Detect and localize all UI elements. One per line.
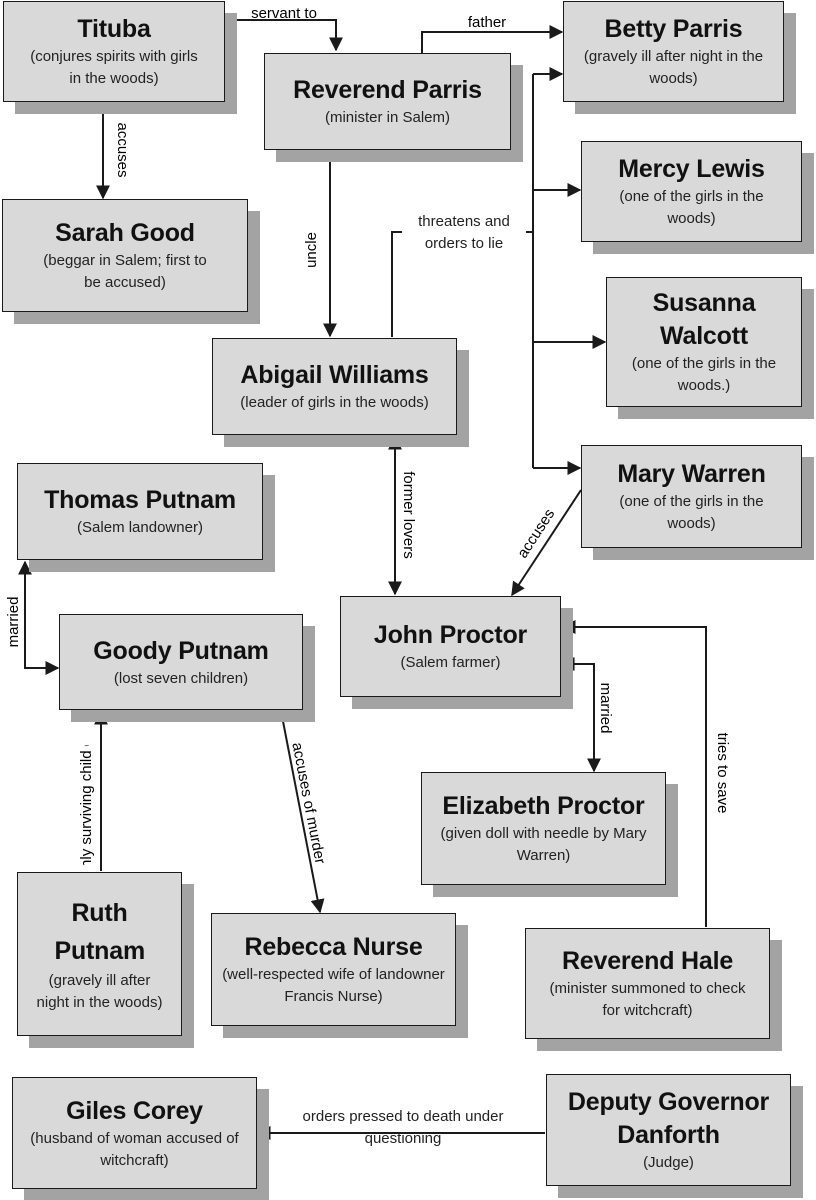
- node-sarah-good: Sarah Good (beggar in Salem; first to be…: [2, 199, 248, 312]
- label-former-lovers: former lovers: [400, 471, 417, 559]
- node-ruth-putnam-desc: (gravely ill after night in the woods): [36, 972, 163, 1011]
- node-rebecca-nurse-name: Rebecca Nurse: [244, 933, 423, 961]
- node-abigail-williams-name: Abigail Williams: [240, 361, 429, 389]
- node-abigail-williams: Abigail Williams (leader of girls in the…: [212, 338, 457, 435]
- edge-tries-to-save: [561, 620, 707, 927]
- label-accuses-murder: accuses of murder: [288, 741, 328, 865]
- node-elizabeth-proctor-name: Elizabeth Proctor: [442, 792, 645, 820]
- node-tituba: Tituba (conjures spirits with girls in t…: [3, 1, 225, 102]
- node-john-proctor: John Proctor (Salem farmer): [340, 596, 561, 697]
- node-john-proctor-name: John Proctor: [373, 621, 528, 649]
- node-susanna-walcott: Susanna Walcott (one of the girls in the…: [606, 277, 802, 407]
- node-goody-putnam-desc: (lost seven children): [113, 669, 249, 687]
- label-married-proctor: married: [597, 683, 614, 734]
- node-reverend-parris: Reverend Parris (minister in Salem): [264, 53, 511, 150]
- node-susanna-walcott-desc: (one of the girls in the woods.): [631, 355, 777, 394]
- node-john-proctor-desc: (Salem farmer): [400, 654, 501, 671]
- node-deputy-governor-danforth: Deputy Governor Danforth (Judge): [546, 1074, 791, 1186]
- node-reverend-parris-name: Reverend Parris: [293, 76, 482, 104]
- node-mary-warren-name: Mary Warren: [617, 460, 766, 488]
- edge-accuses-john: [511, 489, 582, 597]
- node-reverend-hale: Reverend Hale (minister summoned to chec…: [525, 928, 770, 1039]
- edge-servant-to: [228, 19, 343, 52]
- label-only-surviving-wrap: only surviving child of: [78, 745, 112, 865]
- node-reverend-hale-desc: (minister summoned to check for witchcra…: [549, 980, 746, 1019]
- node-goody-putnam-name: Goody Putnam: [93, 636, 269, 665]
- label-only-surviving: only surviving child of: [78, 745, 95, 865]
- node-mary-warren: Mary Warren (one of the girls in the woo…: [581, 445, 802, 548]
- node-deputy-governor-danforth-name: Deputy Governor Danforth: [567, 1088, 770, 1149]
- label-accuses-sarah: accuses: [114, 122, 131, 177]
- node-sarah-good-desc: (beggar in Salem; first to be accused): [43, 252, 207, 291]
- node-goody-putnam: Goody Putnam (lost seven children): [59, 614, 303, 710]
- node-rebecca-nurse-desc: (well-respected wife of landowner Franci…: [222, 966, 445, 1005]
- node-mary-warren-desc: (one of the girls in the woods): [619, 493, 764, 532]
- node-mercy-lewis-desc: (one of the girls in the woods): [619, 188, 764, 227]
- label-tries-to-save: tries to save: [714, 733, 731, 814]
- node-elizabeth-proctor-desc: (given doll with needle by Mary Warren): [440, 825, 647, 864]
- node-giles-corey-name: Giles Corey: [66, 1096, 203, 1125]
- node-rebecca-nurse: Rebecca Nurse (well-respected wife of la…: [211, 913, 456, 1026]
- node-betty-parris-name: Betty Parris: [604, 15, 743, 43]
- node-tituba-desc: (conjures spirits with girls in the wood…: [30, 48, 198, 87]
- node-ruth-putnam-name: Ruth Putnam: [54, 899, 146, 965]
- node-susanna-walcott-name: Susanna Walcott: [652, 289, 756, 350]
- node-betty-parris-desc: (gravely ill after night in the woods): [583, 48, 764, 87]
- node-ruth-putnam: Ruth Putnam (gravely ill after night in …: [17, 872, 182, 1036]
- node-reverend-hale-name: Reverend Hale: [561, 947, 734, 975]
- node-thomas-putnam: Thomas Putnam (Salem landowner): [17, 463, 263, 560]
- node-reverend-parris-desc: (minister in Salem): [324, 109, 451, 126]
- label-servant-to: servant to: [251, 5, 317, 22]
- label-orders-pressed: orders pressed to death under questionin…: [302, 1108, 504, 1147]
- label-married-putnam: married: [5, 597, 22, 648]
- node-giles-corey-desc: (husband of woman accused of witchcraft): [30, 1129, 239, 1169]
- label-only-surviving-line1: only surviving child of: [78, 745, 95, 865]
- edge-father: [421, 25, 564, 55]
- node-tituba-name: Tituba: [77, 15, 151, 43]
- node-mercy-lewis-name: Mercy Lewis: [618, 155, 765, 183]
- node-betty-parris: Betty Parris (gravely ill after night in…: [563, 1, 784, 102]
- edge-married-proctor: [560, 657, 601, 773]
- edge-married-putnam: [18, 560, 60, 675]
- node-thomas-putnam-desc: (Salem landowner): [77, 519, 203, 536]
- label-father: father: [468, 14, 506, 31]
- label-uncle: uncle: [303, 232, 320, 268]
- node-thomas-putnam-name: Thomas Putnam: [44, 486, 236, 514]
- edge-accuses-murder: [280, 710, 325, 914]
- node-deputy-governor-danforth-desc: (Judge): [643, 1154, 694, 1171]
- node-elizabeth-proctor: Elizabeth Proctor (given doll with needl…: [421, 772, 666, 885]
- node-sarah-good-name: Sarah Good: [55, 219, 195, 247]
- label-threatens: threatens and orders to lie: [402, 211, 526, 255]
- label-only-surviving-svg: only surviving child of: [78, 745, 95, 865]
- node-abigail-williams-desc: (leader of girls in the woods): [240, 394, 429, 411]
- node-mercy-lewis: Mercy Lewis (one of the girls in the woo…: [581, 141, 802, 242]
- node-giles-corey: Giles Corey (husband of woman accused of…: [12, 1077, 257, 1189]
